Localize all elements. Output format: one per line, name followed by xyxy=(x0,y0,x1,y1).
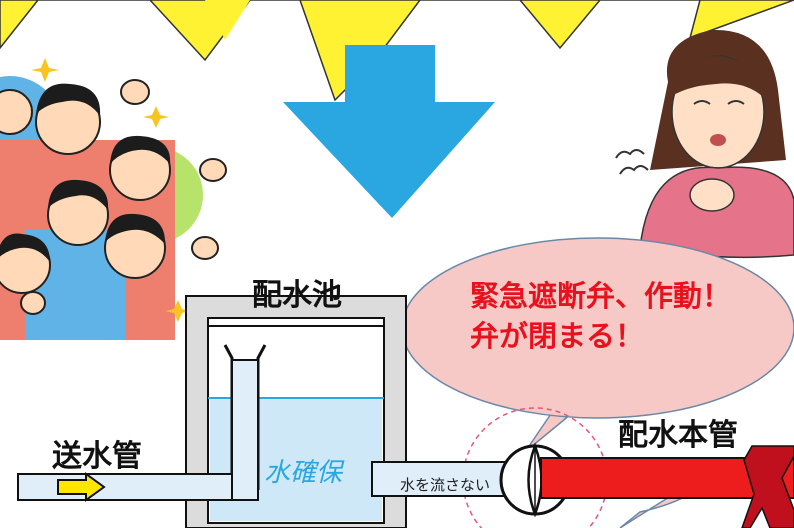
outlet-pipe xyxy=(371,461,513,497)
inlet-pipe xyxy=(17,359,259,502)
children-illustration xyxy=(0,58,227,340)
relieved-woman-illustration xyxy=(615,29,794,259)
down-arrow-icon xyxy=(283,45,495,218)
no-flow-label: 水を流さない xyxy=(400,476,491,494)
inlet-pipe-label: 送水管 xyxy=(52,439,142,474)
speech-bubble-text: 緊急遮断弁、作動！ 弁が閉まる！ xyxy=(470,276,731,356)
water-secured-label: 水確保 xyxy=(264,458,343,488)
x-mark-icon xyxy=(741,445,794,528)
speech-bubble-line-1: 緊急遮断弁、作動！ xyxy=(470,279,732,313)
reservoir-label: 配水池 xyxy=(252,278,342,313)
flow-arrow-icon xyxy=(57,472,106,502)
speech-bubble-line-2: 弁が閉まる！ xyxy=(470,319,645,353)
main-pipe-label: 配水本管 xyxy=(618,418,738,453)
